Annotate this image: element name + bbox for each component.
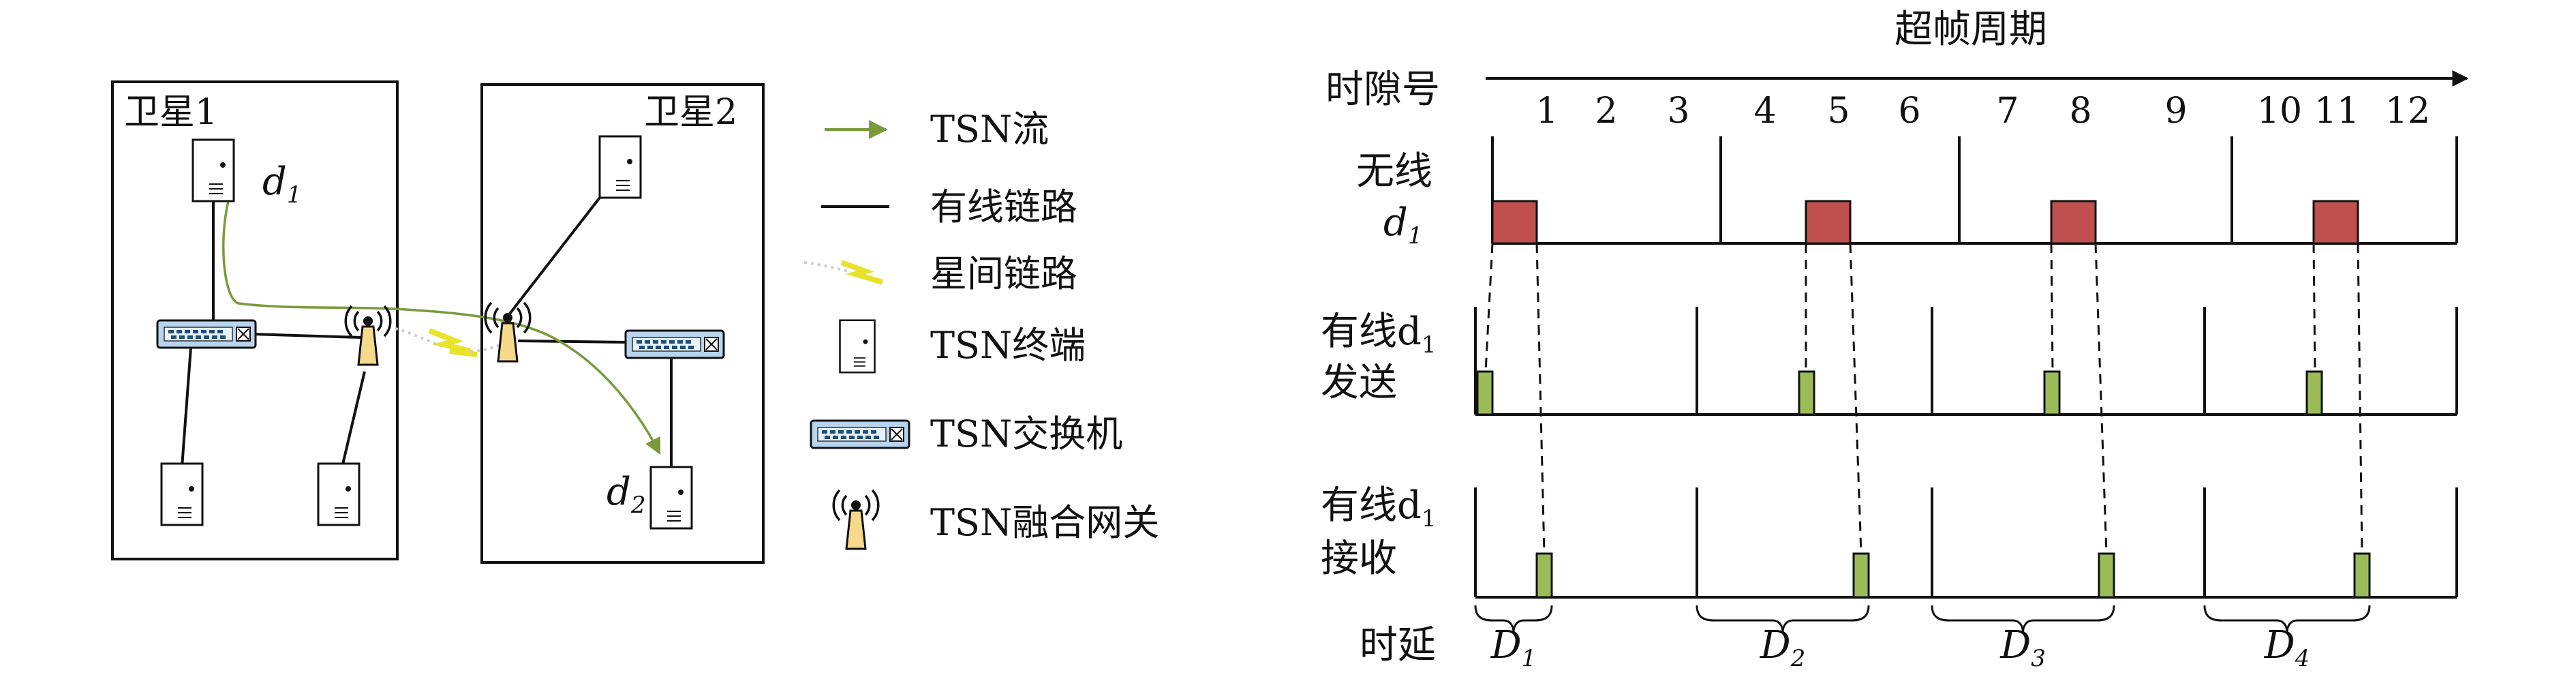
wired-link — [181, 347, 192, 468]
delay-brace — [1474, 605, 1553, 633]
delay-brace — [2203, 605, 2371, 633]
slot-number: 12 — [2385, 91, 2430, 132]
slot-number: 11 — [2314, 91, 2359, 132]
dashed-send-link — [2312, 243, 2316, 372]
row-label-wired-recv-line1: 有线d1 — [1321, 483, 1437, 532]
slot-number: 6 — [1898, 91, 1920, 132]
tsn-switch-icon — [156, 319, 257, 349]
dashed-recv-link — [1535, 243, 1546, 554]
tsn-terminal-icon — [317, 462, 361, 526]
legend-label-wired-link: 有线链路 — [930, 185, 1077, 228]
satellite1-box — [111, 80, 399, 560]
row-label-wireless-line1: 无线 — [1356, 149, 1432, 194]
tsn-switch-icon — [624, 329, 725, 359]
row-label-wired-send-line2: 发送 — [1321, 361, 1397, 405]
wireless-slot-block — [1805, 200, 1852, 245]
tsn-gateway-icon — [484, 301, 532, 363]
wired-link — [517, 340, 628, 344]
inter-satellite-link-icon — [803, 260, 884, 285]
legend-label-tsn-terminal: TSN终端 — [930, 324, 1086, 367]
timing-marks: D1 D2 D3 D4 — [1474, 136, 2458, 672]
satellite2-label: 卫星2 — [644, 92, 737, 133]
wired-recv-slot-block — [2098, 552, 2115, 599]
d1-label: d1 — [262, 160, 302, 209]
wireless-slot-block — [1491, 200, 1538, 245]
satellite2-box — [480, 83, 765, 564]
wired-link — [251, 333, 362, 339]
tsn-gateway-icon — [344, 305, 392, 366]
slot-number: 8 — [2069, 91, 2091, 132]
satellite1-label: 卫星1 — [124, 92, 217, 133]
delay-brace — [1931, 605, 2115, 633]
slot-number: 3 — [1667, 91, 1689, 132]
slot-number: 1 — [1535, 91, 1558, 132]
tsn-gateway-icon — [832, 489, 880, 550]
tsn-terminal-icon — [839, 319, 876, 374]
row-label-wired-send-line1: 有线d1 — [1321, 310, 1437, 359]
wireless-slot-block — [2312, 200, 2359, 245]
legend: TSN流 有线链路 星间链路 TSN终端 TSN交换机 TSN融合网关 — [803, 108, 1159, 550]
slot-axis-label: 时隙号 — [1325, 67, 1440, 112]
wired-recv-slot-block — [2353, 552, 2371, 599]
delay-row-label: 时延 — [1360, 623, 1436, 667]
superframe-title: 超帧周期 — [1895, 7, 2047, 52]
dashed-recv-link — [2357, 243, 2363, 554]
wired-recv-slot-block — [1852, 552, 1870, 599]
dashed-recv-link — [2094, 243, 2108, 554]
wired-link — [341, 371, 366, 468]
row-label-wired-recv-line2: 接收 — [1321, 537, 1397, 581]
tsn-flow-path — [222, 200, 661, 455]
wired-send-slot-block — [2305, 370, 2323, 416]
slot-number: 10 — [2257, 91, 2302, 132]
slot-number: 5 — [1827, 91, 1850, 132]
inter-satellite-link — [388, 326, 502, 357]
legend-label-tsn-flow: TSN流 — [930, 108, 1049, 151]
slot-number: 2 — [1595, 91, 1617, 132]
tsn-terminal-icon — [649, 466, 693, 530]
slot-number: 4 — [1753, 91, 1776, 132]
legend-label-inter-satellite-link: 星间链路 — [930, 252, 1077, 295]
tsn-terminal-icon — [160, 462, 204, 526]
tsn-terminal-icon — [598, 135, 642, 199]
delay-label: D1 — [1490, 623, 1537, 672]
wired-send-slot-block — [1476, 370, 1494, 416]
wired-link — [508, 196, 601, 315]
tsn-terminal-icon — [191, 138, 235, 202]
network-diagram: 卫星1 卫星2 d1 d2 — [111, 80, 765, 564]
d2-label: d2 — [607, 470, 646, 519]
wired-send-slot-block — [1798, 370, 1815, 416]
delay-brace — [1696, 605, 1870, 633]
delay-label: D2 — [1760, 623, 1806, 672]
legend-label-tsn-gateway: TSN融合网关 — [930, 501, 1159, 544]
dashed-send-link — [2050, 243, 2054, 372]
wired-recv-slot-block — [1535, 552, 1553, 599]
slot-number: 7 — [1996, 91, 2019, 132]
row-label-wireless-line2: d1 — [1383, 200, 1423, 250]
tsn-switch-icon — [810, 419, 910, 449]
delay-label: D4 — [2264, 623, 2310, 672]
dashed-recv-link — [1849, 243, 1862, 554]
legend-label-tsn-switch: TSN交换机 — [930, 412, 1122, 455]
delay-label: D3 — [1999, 623, 2046, 672]
dashed-send-link — [1484, 243, 1494, 372]
wireless-slot-block — [2050, 200, 2097, 245]
slot-number: 9 — [2164, 91, 2187, 132]
wired-send-slot-block — [2043, 370, 2061, 416]
